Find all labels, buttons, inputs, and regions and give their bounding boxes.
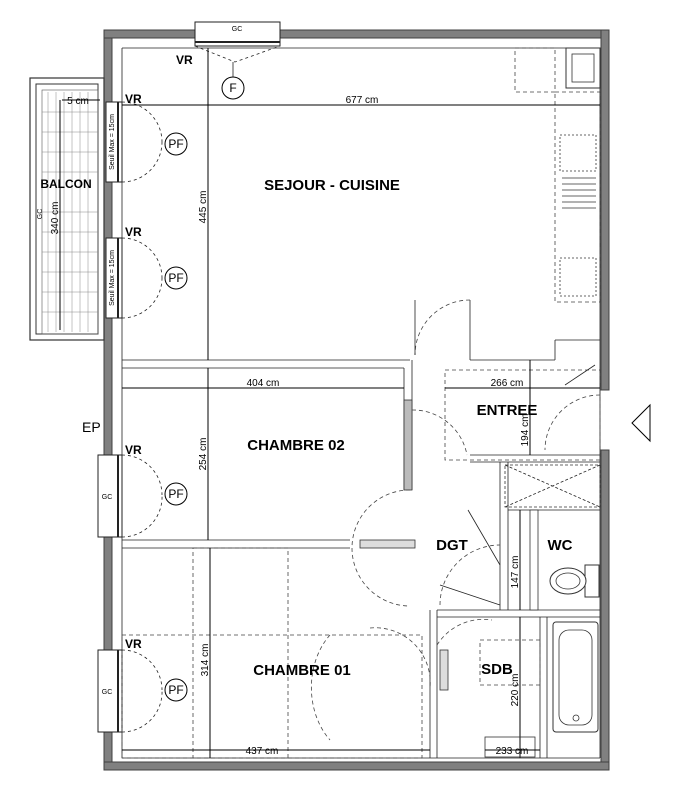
vr-label-2: VR (125, 225, 142, 239)
kitchen-fixtures (514, 47, 601, 303)
vr-label-4: VR (125, 637, 142, 651)
north-window: GC VR F (176, 21, 281, 100)
balcony: BALCON 5 cm 340 cm GC (29, 77, 105, 341)
technical-cupboard (504, 464, 601, 508)
f-label: F (229, 81, 236, 95)
sejour-dimensions: 677 cm 445 cm (122, 48, 600, 360)
balcon-label: BALCON (40, 177, 91, 191)
toilet-icon (549, 567, 587, 595)
room-sejour: SEJOUR - CUISINE (264, 177, 400, 194)
chambre02-height-dim: 254 cm (198, 438, 209, 471)
room-chambre02: CHAMBRE 02 (247, 437, 345, 454)
entree-dimensions: 266 cm 194 cm (411, 360, 601, 461)
interior-walls (122, 300, 600, 758)
chambre01-width-dim: 437 cm (246, 746, 279, 757)
dgt-area (351, 489, 501, 607)
entrance-arrow-icon (631, 403, 651, 443)
balcon-length-dim: 340 cm (50, 202, 61, 235)
gc-label-north: GC (232, 26, 243, 33)
room-dgt: DGT (436, 537, 468, 554)
vr-label-north: VR (176, 53, 193, 67)
room-wc: WC (548, 537, 573, 554)
balcon-gc-label: GC (37, 209, 44, 220)
pf-label-1: PF (168, 137, 183, 151)
chambre01-area: 314 cm 437 cm (121, 547, 431, 759)
seuil-label-2: Seuil Max = 15cm (109, 250, 116, 306)
pf-label-2: PF (168, 271, 183, 285)
sejour-height-dim: 445 cm (198, 191, 209, 224)
north-wall (103, 29, 610, 39)
entree-width-dim: 266 cm (491, 378, 524, 389)
gc-label-ch02: GC (102, 494, 113, 501)
wc-area: 147 cm (510, 510, 600, 610)
pf-label-3: PF (168, 487, 183, 501)
entree-height-dim: 194 cm (520, 414, 531, 447)
chambre02-dimensions: 404 cm 254 cm (122, 368, 404, 540)
sdb-width-dim: 233 cm (496, 746, 529, 757)
pf-label-4: PF (168, 683, 183, 697)
sejour-width-dim: 677 cm (346, 95, 379, 106)
east-wall-upper (600, 29, 610, 391)
room-entree: ENTREE (477, 402, 538, 419)
chambre01-height-dim: 314 cm (200, 644, 211, 677)
bathtub-icon (552, 621, 599, 733)
balcon-depth-dim: 5 cm (67, 96, 89, 107)
east-wall-lower (600, 449, 610, 771)
vr-label-1: VR (125, 92, 142, 106)
chambre02-width-dim: 404 cm (247, 378, 280, 389)
west-windows: Seuil Max = 15cm VR PF Seuil Max = 15cm … (97, 92, 188, 733)
sdb-area: 220 cm 233 cm (436, 617, 599, 758)
south-wall (103, 761, 610, 771)
seuil-label-1: Seuil Max = 15cm (109, 114, 116, 170)
vr-label-3: VR (125, 443, 142, 457)
room-sdb: SDB (481, 661, 513, 678)
gc-label-ch01: GC (102, 689, 113, 696)
ep-label: EP (82, 419, 101, 435)
wc-height-dim: 147 cm (510, 556, 521, 589)
room-chambre01: CHAMBRE 01 (253, 662, 351, 679)
sdb-height-dim: 220 cm (510, 674, 521, 707)
